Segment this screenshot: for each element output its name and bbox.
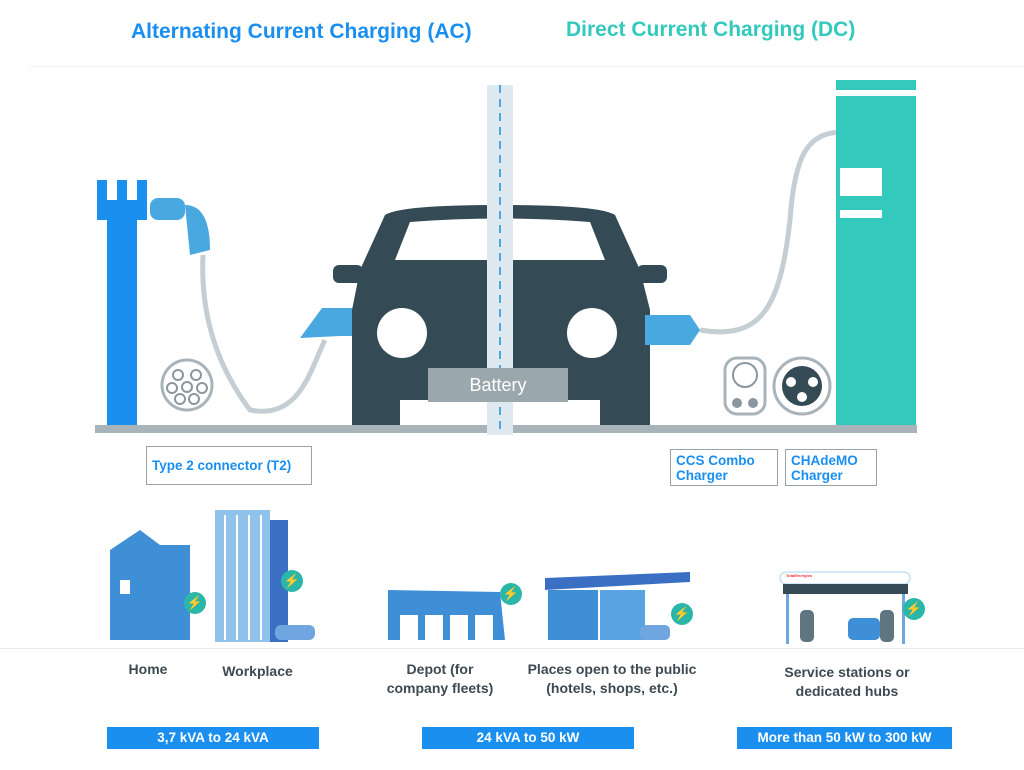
location-workplace: Workplace [222,663,293,679]
workplace-icon [215,510,315,642]
battery-label: Battery [469,375,527,395]
locations-illustration [110,510,911,644]
charge-bolt-icon: ⚡ [500,583,522,605]
location-public: Places open to the public (hotels, shops… [527,661,697,696]
location-home: Home [128,661,168,677]
dc-plug-icon [645,315,700,345]
ccs-combo-label: CCS Combo Charger [670,449,778,486]
charge-bolt-icon: ⚡ [903,598,925,620]
type2-socket-icon [160,358,214,412]
public-place-icon [545,572,690,640]
dc-charger-station-icon [836,80,916,425]
chademo-socket-icon [772,356,832,416]
charge-bolt-icon: ⚡ [184,592,206,614]
service-station-icon [779,571,911,644]
depot-icon [388,590,505,640]
dc-cable [699,129,839,335]
power-range-ac: 3,7 kVA to 24 kVA [107,727,319,749]
divider [0,648,1024,649]
charge-bolt-icon: ⚡ [281,570,303,592]
ccs-socket-icon [723,356,767,416]
charging-illustration [95,80,917,435]
dc-title: Direct Current Charging (DC) [566,18,856,41]
type2-connector-label: Type 2 connector (T2) [146,446,312,485]
ac-charger-post-icon [97,180,210,425]
ac-cable [200,254,328,414]
battery-box [428,368,568,402]
location-service-station: Service stations or dedicated hubs [784,664,910,699]
station-logo: TotalEnergies [786,573,813,578]
ac-title: Alternating Current Charging (AC) [131,20,472,43]
power-range-mid: 24 kVA to 50 kW [422,727,634,749]
divider [30,66,1024,67]
ac-plug-icon [300,308,360,338]
home-icon [110,530,190,640]
location-depot: Depot (for company fleets) [386,661,494,696]
chademo-label: CHAdeMO Charger [785,449,877,486]
power-range-dc: More than 50 kW to 300 kW [737,727,952,749]
charge-bolt-icon: ⚡ [671,603,693,625]
